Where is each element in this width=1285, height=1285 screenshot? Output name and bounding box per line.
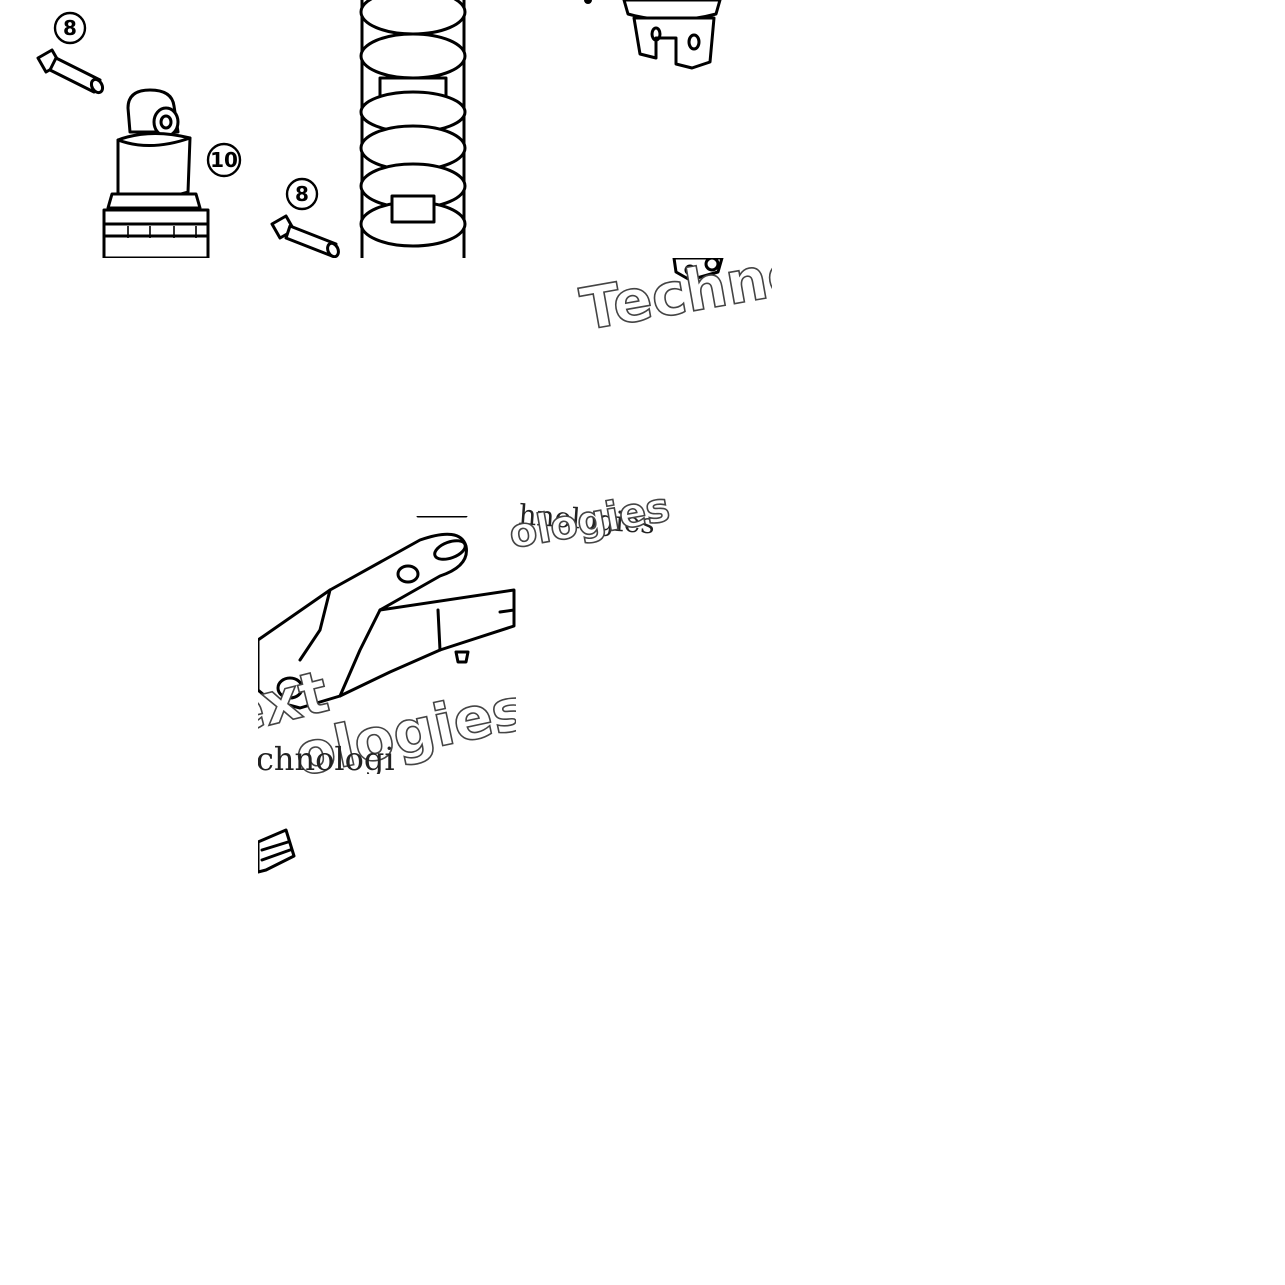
callout-8-top: 8 <box>53 11 87 45</box>
bolt-8-left <box>36 48 105 95</box>
svg-text:chnologi: chnologi <box>256 740 395 778</box>
svg-text:10: 10 <box>210 148 238 172</box>
coil-spring <box>359 0 467 258</box>
tile-shock-assembly: vNe vNext Tec <box>374 280 546 518</box>
tile-shock-watermark-overflow: hnologies ologies <box>505 484 674 559</box>
shock-absorber-small <box>410 280 454 460</box>
link-lever-partial <box>416 516 468 518</box>
shock-bottom-clevis <box>584 0 722 70</box>
shock-top-mount <box>102 88 210 258</box>
svg-text:vNext Tec: vNext Tec <box>374 460 539 509</box>
swingarm <box>258 532 516 710</box>
svg-text:8: 8 <box>63 16 77 40</box>
bracket-small <box>479 384 516 422</box>
svg-text:vNe: vNe <box>409 391 546 484</box>
tile-top: 8 10 8 <box>36 0 722 258</box>
svg-text:Techno: Techno <box>576 237 812 344</box>
chain-guide-fragment <box>258 828 296 874</box>
svg-text:8: 8 <box>295 182 309 206</box>
tile-middle-right: Techno <box>575 237 812 345</box>
tile-chain-guide <box>258 828 296 874</box>
callout-8-middle: 8 <box>285 177 319 211</box>
callout-10: 10 <box>206 142 242 178</box>
small-part-top-right <box>672 258 724 282</box>
tile-swingarm: ext ologies chnologi <box>256 532 516 778</box>
svg-text:ologies: ologies <box>506 484 673 557</box>
bolt-8-middle <box>270 214 340 258</box>
